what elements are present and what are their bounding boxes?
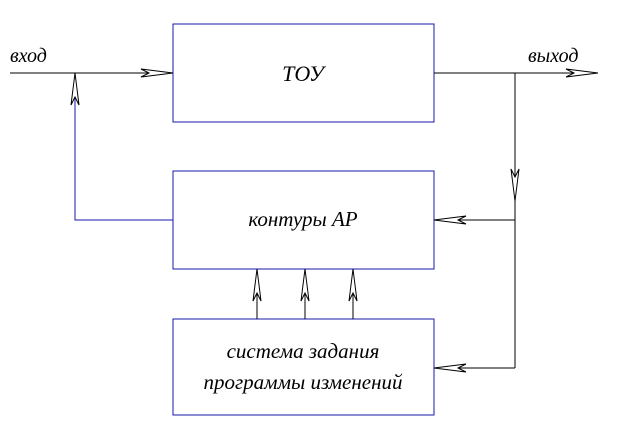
program-block: система задания программы изменений	[172, 318, 435, 416]
program-up-arrow-1-icon	[252, 268, 262, 302]
feedback-down-arrow-icon	[510, 168, 520, 202]
input-arrow-icon	[140, 68, 174, 78]
output-arrow-icon	[565, 68, 599, 78]
contours-block: контуры АР	[172, 170, 435, 270]
contours-label: контуры АР	[248, 207, 357, 231]
input-up-arrow-icon	[70, 72, 80, 106]
program-label-line1: система задания	[227, 339, 380, 363]
program-up-arrow-2-icon	[300, 268, 310, 302]
program-input-arrow-icon	[433, 363, 467, 373]
program-label-line2: программы изменений	[203, 370, 403, 394]
contours-input-arrow-icon	[433, 215, 467, 225]
input-label: вход	[10, 45, 47, 67]
tou-block: ТОУ	[172, 23, 435, 123]
program-up-arrow-3-icon	[348, 268, 358, 302]
output-label: выход	[528, 45, 578, 67]
tou-label: ТОУ	[282, 61, 327, 86]
contours-to-input-line	[74, 73, 173, 221]
